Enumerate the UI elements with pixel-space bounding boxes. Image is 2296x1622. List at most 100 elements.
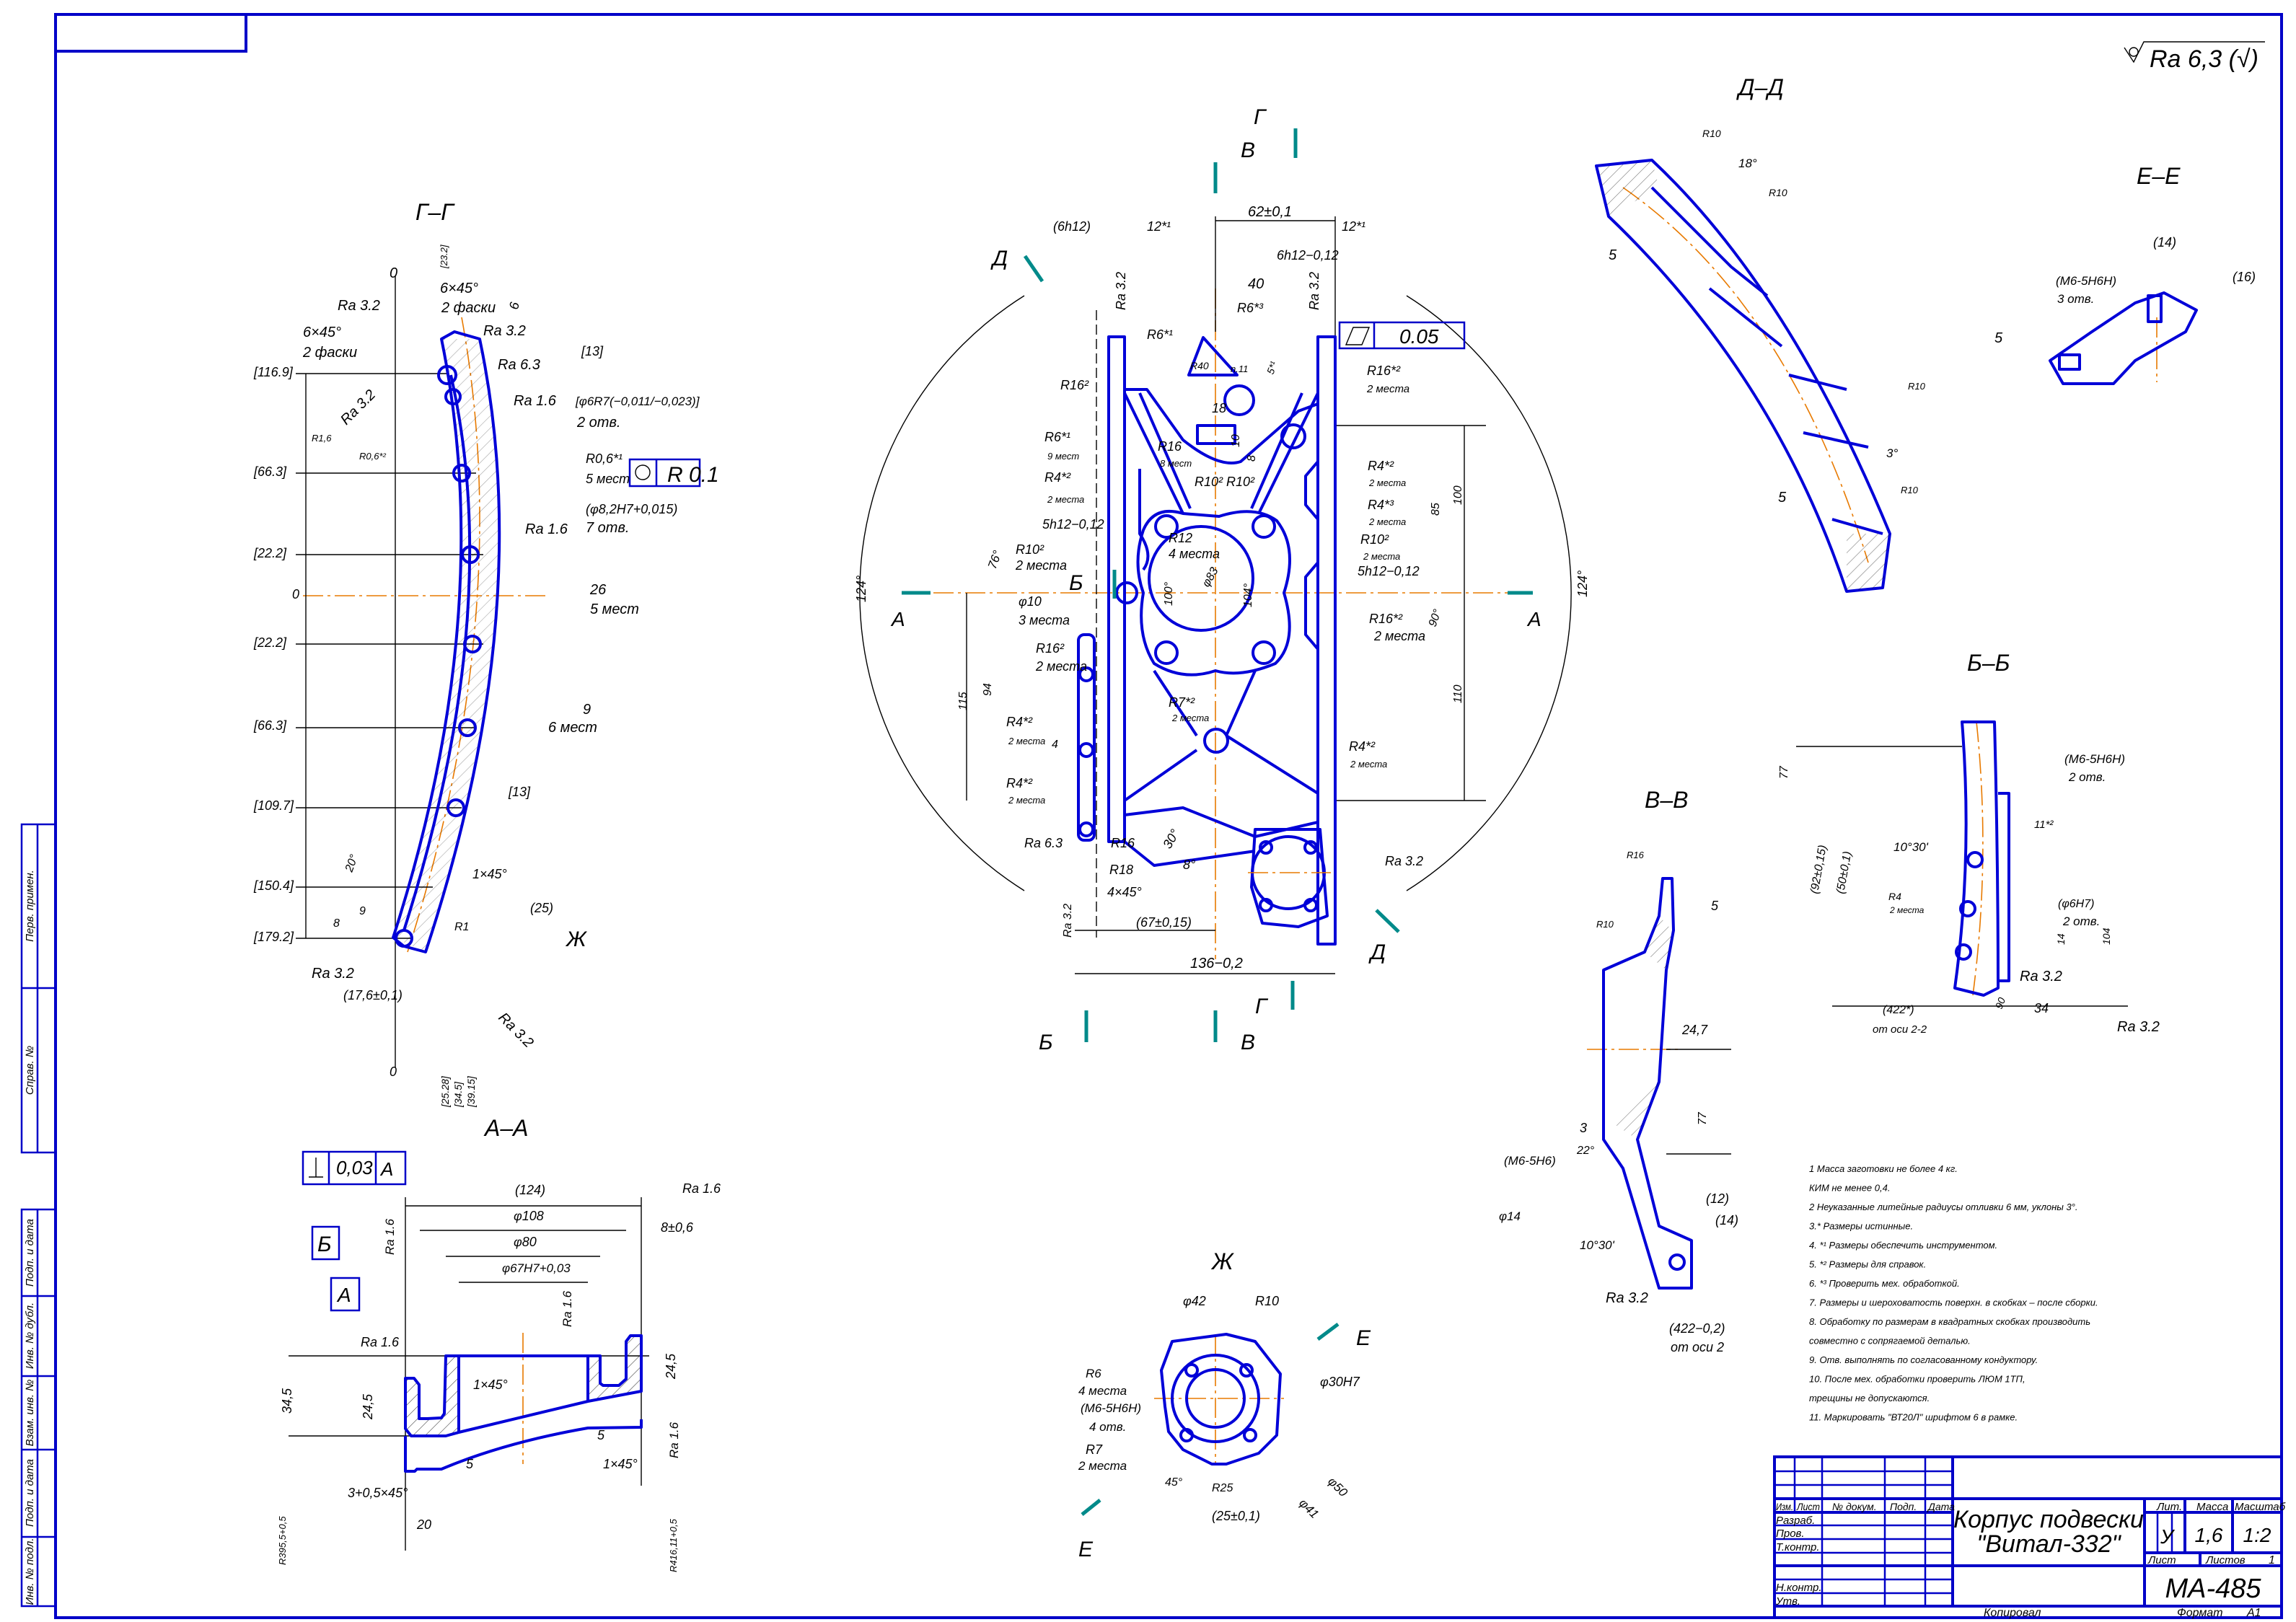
main-label: 6h12−0,12: [1277, 248, 1339, 263]
g-g-label: 2 отв.: [576, 415, 620, 431]
main-label: R10²: [1195, 475, 1223, 489]
main-label: 2 места: [1373, 629, 1425, 643]
v-v-label: (М6-5Н6): [1504, 1154, 1556, 1168]
main-label: 2 места: [1171, 713, 1209, 723]
view-title-e-e: Е–Е: [2137, 163, 2181, 189]
v-v-label: (12): [1706, 1191, 1729, 1206]
g-g-label: 0: [390, 265, 397, 281]
title-block: [1773, 1455, 2283, 1618]
main-label: 100: [1452, 485, 1464, 505]
title-block-header: Дата: [1927, 1501, 1955, 1512]
main-label: R4*²: [1006, 715, 1033, 729]
side-stamp-label: Перв. примен.: [24, 870, 36, 942]
main-label: 124°: [1575, 570, 1590, 597]
v-v-label: 77: [1697, 1111, 1709, 1125]
g-g-label: 5 мест: [590, 601, 639, 617]
g-g-label: Ra 3.2: [338, 298, 380, 314]
main-label: R16²: [1060, 378, 1089, 392]
g-g-label: Ra 3.2: [312, 966, 354, 982]
g-g-label: [25.28]: [439, 1075, 451, 1108]
zh-label: R25: [1212, 1482, 1233, 1494]
main-label: (6h12): [1053, 219, 1091, 234]
b-b-label: Ra 3.2: [2020, 969, 2062, 984]
g-g-label: 1×45°: [472, 867, 507, 881]
a-a-label: φ67H7+0,03: [502, 1261, 571, 1275]
g-g-label: 2 фаски: [302, 345, 357, 361]
b-b-label: 11*²: [2034, 819, 2054, 831]
g-g-label: 6 мест: [548, 720, 597, 736]
main-label: 5h12−0,12: [1358, 564, 1420, 578]
a-a-label: 3+0,5×45°: [348, 1486, 408, 1500]
main-label: Ra 6.3: [1024, 836, 1063, 850]
b-b-label: (М6-5Н6Н): [2064, 752, 2125, 766]
g-g-label: (25): [530, 901, 553, 915]
a-a-label: 8±0,6: [661, 1220, 694, 1235]
view-title-v-v: В–В: [1645, 787, 1688, 813]
part-name: "Витал-332": [1976, 1530, 2121, 1558]
main-label: 136−0,2: [1190, 956, 1243, 971]
g-g-label: [22.2]: [253, 546, 287, 560]
main-label: 30°: [1160, 827, 1182, 851]
zh-label: Е: [1356, 1326, 1371, 1350]
g-g-label: [150.4]: [253, 878, 294, 893]
d-d-label: 5: [1609, 247, 1617, 263]
main-label: Д: [990, 247, 1008, 270]
e-e-label: (М6-5Н6Н): [2056, 274, 2116, 288]
main-label: R7*²: [1169, 695, 1195, 710]
view-title-a-a: А–А: [483, 1115, 528, 1141]
b-b-label: (422*): [1883, 1004, 1914, 1016]
a-a-label: Ra 1.6: [682, 1181, 721, 1196]
technical-note: 8. Обработку по размерам в квадратных ск…: [1809, 1316, 2090, 1327]
main-label: В: [1241, 138, 1255, 162]
g-g-label: 6×45°: [303, 325, 341, 340]
a-a-label: 34,5: [280, 1388, 294, 1414]
main-label: 8 мест: [1160, 458, 1192, 469]
main-label: 76°: [985, 549, 1005, 571]
g-g-label: R0,6*²: [359, 451, 387, 462]
main-label: 115: [957, 692, 969, 710]
a-a-label: R416,11+0,5: [668, 1518, 679, 1572]
main-label: (67±0,15): [1136, 915, 1192, 930]
zh-label: Е: [1078, 1538, 1094, 1561]
d-d-label: 18°: [1738, 157, 1757, 170]
main-label: 5*¹: [1264, 359, 1280, 376]
main-label: В: [1241, 1031, 1255, 1054]
main-label: 4 места: [1169, 547, 1220, 561]
a-a-label: Б: [317, 1233, 332, 1256]
main-label: R10²: [1360, 532, 1389, 547]
technical-note: 7. Размеры и шероховатость поверхн. в ск…: [1809, 1297, 2098, 1308]
main-label: Г: [1255, 995, 1269, 1018]
zh-label: (25±0,1): [1212, 1509, 1260, 1523]
main-label: φ83: [1200, 565, 1221, 589]
view-g-g: [296, 276, 701, 1067]
title-block-role: Утв.: [1775, 1595, 1800, 1608]
g-g-label: [34.5]: [452, 1081, 464, 1108]
g-g-label: 8: [333, 917, 340, 930]
b-b-label: (50±0,1): [1834, 850, 1854, 895]
main-label: 2 места: [1008, 736, 1045, 746]
b-b-label: 2 отв.: [2062, 914, 2100, 928]
general-roughness-text: Ra 6,3 (√): [2150, 45, 2258, 73]
b-b-label: Ra 3.2: [2117, 1019, 2160, 1035]
format-value: А1: [2246, 1607, 2261, 1619]
a-a-label: 24,5: [361, 1393, 375, 1420]
v-v-label: (14): [1715, 1213, 1738, 1227]
main-label: R16: [1111, 836, 1135, 850]
main-label: 8: [1246, 455, 1258, 462]
part-name: Корпус подвески: [1953, 1506, 2144, 1533]
main-label: 2 места: [1350, 759, 1387, 770]
g-g-label: R1: [454, 921, 469, 933]
main-label: 2 места: [1366, 383, 1409, 395]
b-b-label: 14: [2055, 933, 2067, 945]
zh-label: φ30Н7: [1320, 1375, 1360, 1389]
view-title-b-b: Б–Б: [1967, 650, 2010, 676]
b-b-label: 2 места: [1889, 905, 1925, 915]
view-d-d: [1595, 159, 1891, 593]
main-label: Ra 3.2: [1307, 272, 1321, 310]
main-label: R4*²: [1368, 459, 1394, 473]
technical-note: 6. *³ Проверить мех. обработкой.: [1809, 1278, 1960, 1289]
title-block-role: Т.контр.: [1776, 1541, 1820, 1553]
sheet-label: Лист: [2147, 1554, 2176, 1566]
a-a-label: А: [336, 1284, 351, 1306]
